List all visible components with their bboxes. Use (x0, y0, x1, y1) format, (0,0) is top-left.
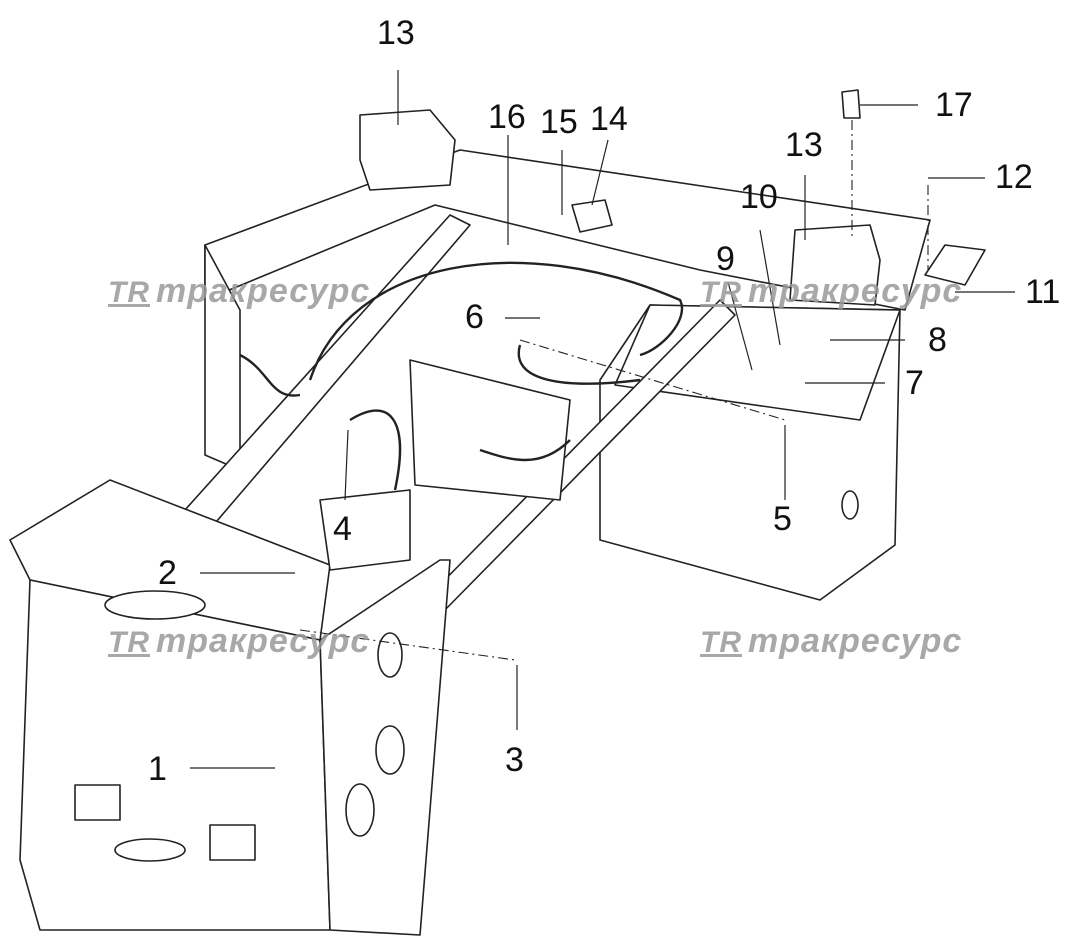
callout-9: 9 (716, 240, 735, 278)
callout-5: 5 (773, 500, 792, 538)
front-frame-left (9, 479, 331, 641)
cable-4-long (349, 409, 402, 491)
cable-loop-left (239, 353, 301, 397)
front-mount-right (209, 824, 256, 861)
callout-8: 8 (928, 321, 947, 359)
callout-12: 12 (995, 158, 1033, 196)
callout-1: 1 (148, 750, 167, 788)
leader-14 (591, 139, 609, 206)
cable-lower (479, 439, 571, 462)
callout-2: 2 (158, 554, 177, 592)
callout-3: 3 (505, 741, 524, 779)
callout-13-right: 13 (785, 126, 823, 164)
callout-6: 6 (465, 298, 484, 336)
callout-15: 15 (540, 103, 578, 141)
leader-9 (727, 281, 753, 371)
cable-16 (308, 261, 684, 381)
assembly-line-5 (519, 339, 786, 421)
front-frame-hole-2 (375, 725, 405, 775)
callout-4: 4 (333, 510, 352, 548)
callout-17: 17 (935, 86, 973, 124)
callout-14: 14 (590, 100, 628, 138)
center-tub (409, 359, 571, 501)
callout-7: 7 (905, 364, 924, 402)
front-mount-left (74, 784, 121, 821)
leader-10 (759, 229, 781, 346)
callout-10: 10 (740, 178, 778, 216)
front-frame-hole-3 (345, 783, 375, 837)
watermark-logo-icon: TR (700, 276, 742, 309)
callout-13-left: 13 (377, 14, 415, 52)
relay-14 (571, 199, 613, 233)
pivot-plate-lower (114, 838, 186, 862)
cable-center (517, 344, 641, 385)
callout-16: 16 (488, 98, 526, 136)
cap-17 (841, 89, 861, 119)
battery-cover-left (359, 109, 456, 191)
callout-11: 11 (1025, 273, 1061, 311)
box-side-hole (841, 490, 859, 520)
lid-11 (924, 244, 986, 286)
watermark-logo-icon: TR (108, 626, 150, 659)
leader-4 (344, 429, 349, 501)
battery-cover-right (789, 224, 881, 306)
pivot-plate-upper (104, 590, 206, 620)
front-frame-hole-1 (377, 632, 403, 678)
watermark-logo-icon: TR (108, 276, 150, 309)
center-support (319, 489, 411, 571)
assembly-line-3 (299, 629, 516, 661)
watermark-logo-icon: TR (700, 626, 742, 659)
